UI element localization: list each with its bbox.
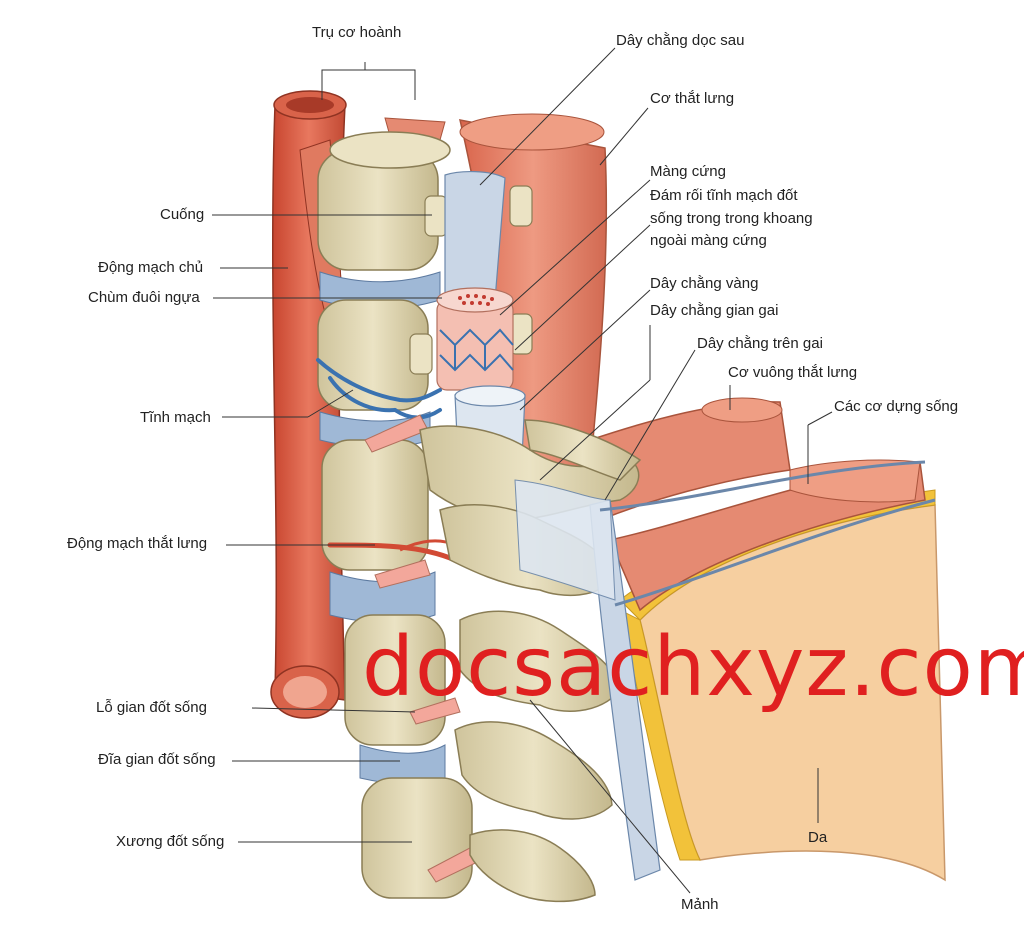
ligamentum-flavum-top <box>454 385 526 407</box>
label-day-chang-doc-sau: Dây chằng dọc sau <box>616 32 745 49</box>
label-dong-mach-chu: Động mạch chủ <box>98 259 204 276</box>
epidural-venous-plexus <box>439 328 514 372</box>
label-cuong: Cuống <box>160 206 205 223</box>
label-co-that-lung: Cơ thắt lưng <box>650 90 735 107</box>
thoracolumbar-fascia <box>599 460 926 512</box>
skin-fold <box>619 609 701 861</box>
leader-lines <box>212 47 833 894</box>
cauda-equina-cut <box>436 287 514 313</box>
label-mang-cung: Màng cứng <box>650 163 726 180</box>
label-dam-roi-line1: Đám rối tĩnh mạch đốt <box>650 187 798 204</box>
label-da: Da <box>808 829 828 846</box>
label-cac-co-dung-song: Các cơ dựng sống <box>834 398 959 415</box>
quadratus-lumborum-cut <box>701 397 783 423</box>
label-lo-gian-dot-song: Lỗ gian đốt sống <box>96 699 207 716</box>
cauda-equina-roots <box>458 294 494 306</box>
label-tinh-mach: Tĩnh mạch <box>140 409 211 426</box>
label-day-chang-gian-gai: Dây chằng gian gai <box>650 302 779 319</box>
label-co-vuong-that-lung: Cơ vuông thắt lưng <box>728 364 858 381</box>
thoracolumbar-fascia-lower <box>614 498 936 607</box>
label-manh: Mảnh <box>681 896 719 913</box>
label-dia-gian-dot-song: Đĩa gian đốt sống <box>98 751 216 768</box>
erector-spinae-top <box>789 459 921 503</box>
aorta-top-lumen <box>286 97 334 113</box>
label-xuong-dot-song: Xương đốt sống <box>116 833 225 850</box>
interspinous-ligament <box>514 479 616 601</box>
label-dam-roi-line3: ngoài màng cứng <box>650 232 767 249</box>
label-chum-duoi-ngua: Chùm đuôi ngựa <box>88 289 200 306</box>
label-tru-co-hoanh: Trụ cơ hoành <box>312 24 402 41</box>
watermark-text: docsachxyz.com <box>362 620 1024 715</box>
label-day-chang-vang: Dây chằng vàng <box>650 275 759 292</box>
label-dam-roi-line2: sống trong trong khoang <box>650 210 813 227</box>
label-day-chang-tren-gai: Dây chằng trên gai <box>697 335 823 352</box>
vertebral-column <box>317 131 473 899</box>
label-dong-mach-that-lung: Động mạch thắt lưng <box>67 535 208 552</box>
posterior-longitudinal-ligament <box>444 171 506 301</box>
aorta-bottom-lumen <box>283 676 327 708</box>
